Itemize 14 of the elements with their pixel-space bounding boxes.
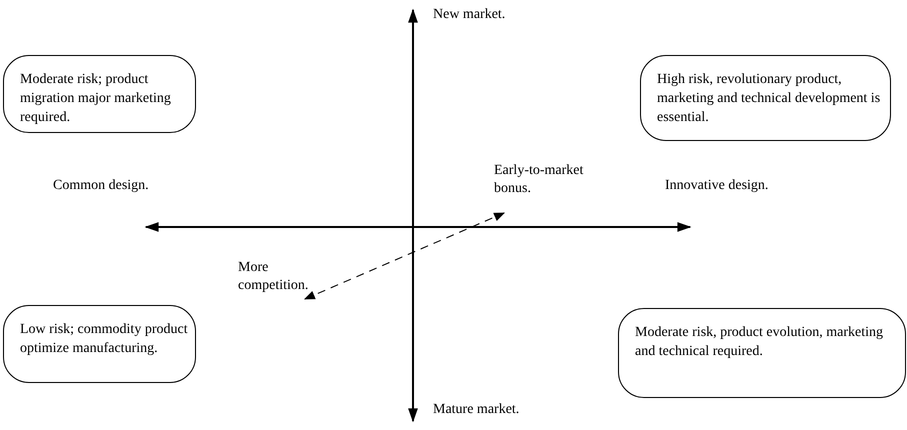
- rounded-box: [3, 55, 196, 133]
- box-text: High risk, revolutionary product, marketing and technical development is essential.: [657, 72, 880, 125]
- rounded-box: [618, 308, 906, 398]
- annotation-text: More competition.: [238, 260, 308, 293]
- rounded-box: [640, 55, 891, 141]
- axis-label: Mature market.: [433, 402, 520, 417]
- axis-label: Common design.: [53, 178, 149, 193]
- annotation-text: Early-to-market bonus.: [494, 163, 584, 196]
- axis-label: New market.: [433, 7, 506, 22]
- box-text: Moderate risk, product evolution, marketing and technical required.: [635, 325, 884, 359]
- box-text: Moderate risk; product migration major marketing required.: [20, 72, 171, 125]
- rounded-box: [3, 305, 196, 383]
- box-text: Low risk; commodity product optimize manufacturing.: [20, 322, 188, 356]
- axis-label: Innovative design.: [665, 178, 768, 193]
